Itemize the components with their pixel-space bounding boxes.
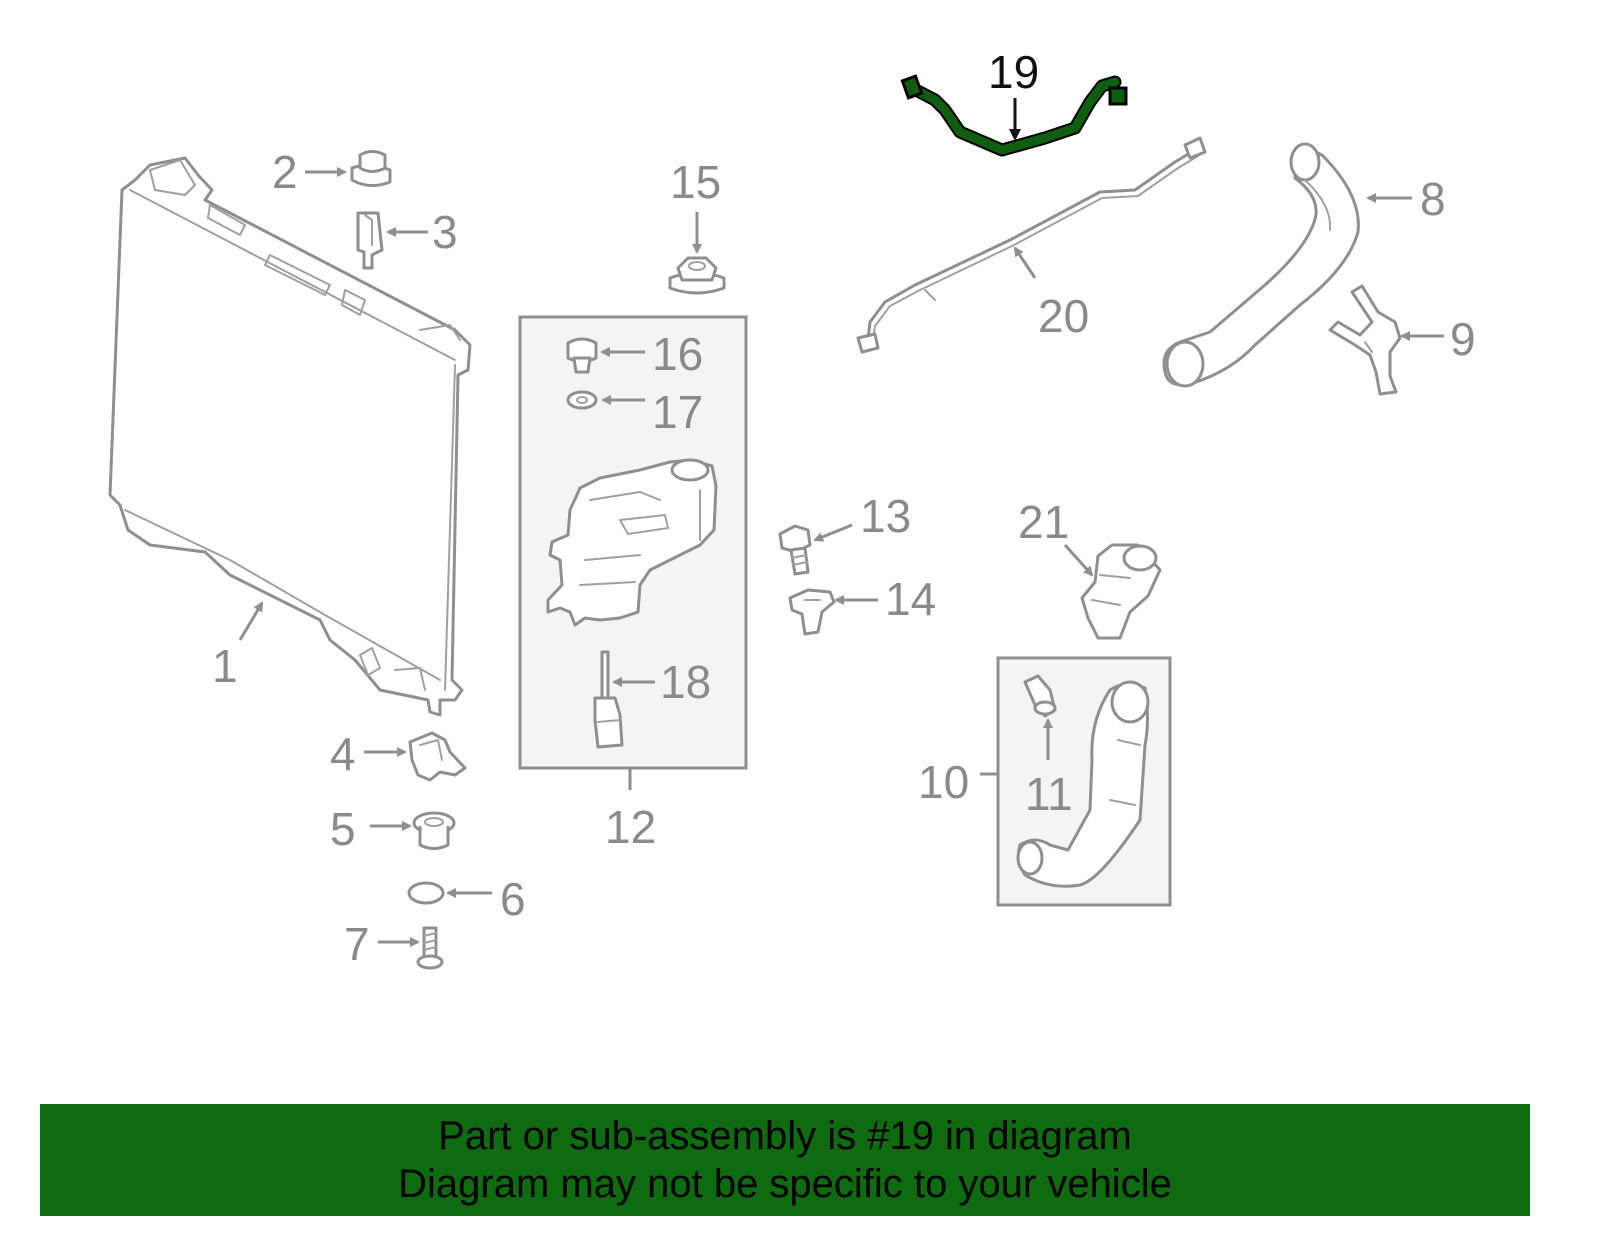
label-14: 14 xyxy=(885,573,936,625)
label-13: 13 xyxy=(860,490,911,542)
arrow-20 xyxy=(1013,246,1037,279)
part-4-bracket xyxy=(408,731,467,782)
part-20-tube xyxy=(856,136,1207,354)
label-20: 20 xyxy=(1038,290,1089,342)
label-6: 6 xyxy=(500,873,526,925)
part-10-hose xyxy=(1016,680,1150,888)
label-8: 8 xyxy=(1420,173,1446,225)
label-3: 3 xyxy=(432,206,458,258)
part-13-bolt xyxy=(778,524,812,576)
arrow-21 xyxy=(1063,543,1094,577)
banner-line-1: Part or sub-assembly is #19 in diagram xyxy=(438,1114,1132,1158)
part-6-o-ring xyxy=(407,881,445,905)
label-10: 10 xyxy=(918,756,969,808)
arrow-13 xyxy=(813,523,853,542)
label-7: 7 xyxy=(344,918,370,970)
label-1: 1 xyxy=(212,640,238,692)
part-15-cap xyxy=(668,256,726,295)
part-9-bracket xyxy=(1328,284,1402,396)
part-18-sensor xyxy=(593,650,624,749)
label-11: 11 xyxy=(1025,768,1073,820)
part-5-grommet xyxy=(412,811,456,850)
part-11-clamp xyxy=(1023,674,1057,718)
label-15: 15 xyxy=(670,156,721,208)
label-21: 21 xyxy=(1018,496,1069,548)
part-8-hose xyxy=(1162,142,1360,388)
label-2: 2 xyxy=(272,146,298,198)
label-18: 18 xyxy=(660,656,711,708)
part-21-thermostat-housing xyxy=(1080,543,1162,640)
banner-line-2: Diagram may not be specific to your vehi… xyxy=(398,1162,1172,1206)
label-4: 4 xyxy=(330,728,356,780)
part-19-hose-highlighted xyxy=(900,74,1128,157)
radiator-part-1 xyxy=(108,156,472,717)
part-17-seal xyxy=(566,390,598,410)
part-14-clip xyxy=(788,588,836,636)
label-19: 19 xyxy=(988,46,1039,98)
coolant-reservoir-tank xyxy=(546,458,718,627)
label-5: 5 xyxy=(330,803,356,855)
part-3-clip xyxy=(356,211,384,270)
label-9: 9 xyxy=(1450,313,1476,365)
arrow-1 xyxy=(238,601,264,641)
label-16: 16 xyxy=(652,328,703,380)
part-2-cap xyxy=(350,150,392,187)
label-17: 17 xyxy=(652,386,703,438)
notice-banner: Part or sub-assembly is #19 in diagram D… xyxy=(40,1104,1530,1216)
part-7-screw xyxy=(416,926,444,970)
label-12: 12 xyxy=(605,801,656,853)
part-16-cap xyxy=(566,337,598,374)
